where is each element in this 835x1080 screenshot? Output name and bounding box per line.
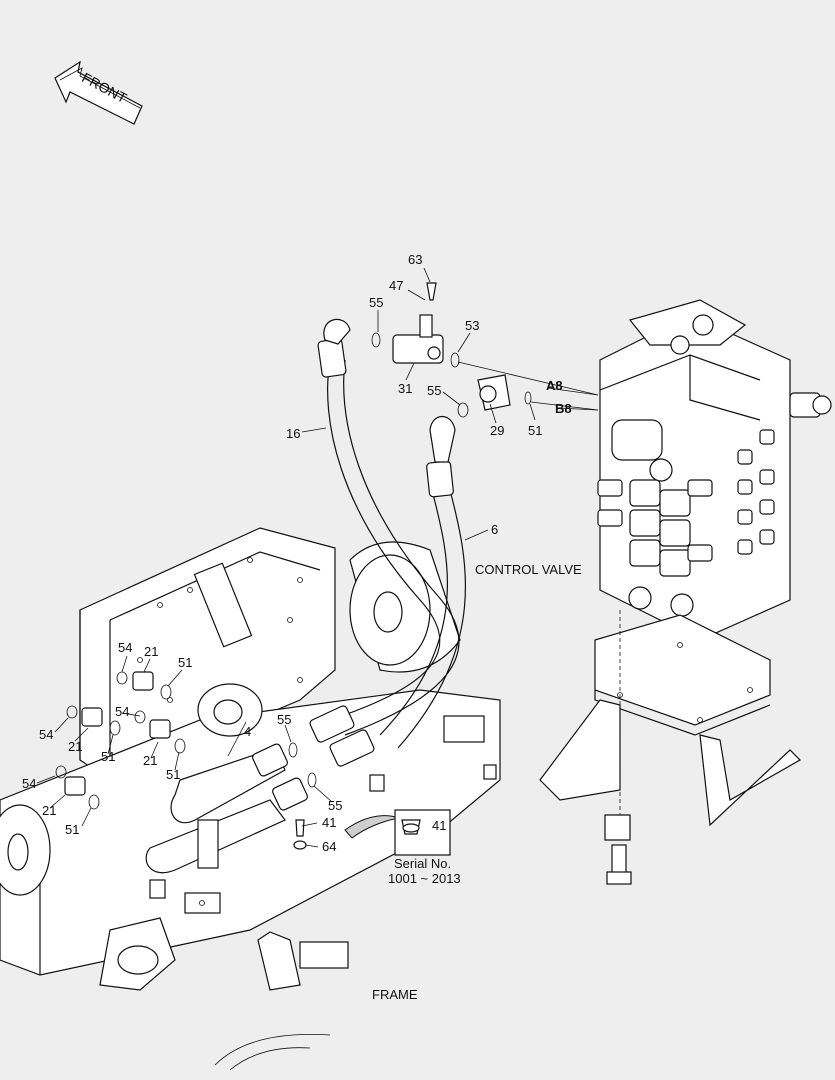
top-fittings (371, 282, 599, 418)
callout-21-c: 21 (143, 753, 157, 768)
control-valve-label: CONTROL VALVE (475, 562, 582, 577)
serial-number-box (394, 809, 451, 856)
port-b8-label: B8 (555, 401, 572, 416)
serial-label: Serial No. (394, 856, 451, 871)
callout-29: 29 (490, 423, 504, 438)
callout-21-d: 21 (42, 803, 56, 818)
callout-51-b: 51 (178, 655, 192, 670)
callout-54-a: 54 (118, 640, 132, 655)
callout-lines (36, 267, 599, 848)
callout-16: 16 (286, 426, 300, 441)
callout-55-d: 55 (328, 798, 342, 813)
callout-21-a: 21 (144, 644, 158, 659)
hoses (309, 318, 466, 767)
callout-21-b: 21 (68, 739, 82, 754)
callout-55-top: 55 (369, 295, 383, 310)
callout-51-top: 51 (528, 423, 542, 438)
callout-51-d: 51 (166, 767, 180, 782)
frame-label: FRAME (372, 987, 418, 1002)
valve-bracket (539, 610, 801, 885)
callout-53: 53 (465, 318, 479, 333)
callout-55-c: 55 (277, 712, 291, 727)
front-arrow: FRONT (54, 60, 143, 125)
callout-47: 47 (389, 278, 403, 293)
left-fittings (55, 671, 401, 899)
serial-range: 1001 ~ 2013 (388, 871, 461, 886)
control-valve (597, 299, 832, 641)
callout-51-c: 51 (101, 749, 115, 764)
callout-6: 6 (491, 522, 498, 537)
part-labels: 63 47 55 53 31 55 29 51 16 6 A8 B8 CONTR… (22, 252, 582, 1002)
callout-54-d: 54 (22, 776, 36, 791)
callout-51-e: 51 (65, 822, 79, 837)
callout-41: 41 (322, 815, 336, 830)
callout-64: 64 (322, 839, 336, 854)
callout-55-mid: 55 (427, 383, 441, 398)
frame-structure (0, 527, 501, 1071)
callout-4: 4 (244, 724, 251, 739)
callout-31: 31 (398, 381, 412, 396)
valve-spools (597, 419, 775, 617)
callout-41-box: 41 (432, 818, 446, 833)
port-a8-label: A8 (546, 378, 563, 393)
callout-54-c: 54 (39, 727, 53, 742)
callout-63: 63 (408, 252, 422, 267)
callout-54-b: 54 (115, 704, 129, 719)
